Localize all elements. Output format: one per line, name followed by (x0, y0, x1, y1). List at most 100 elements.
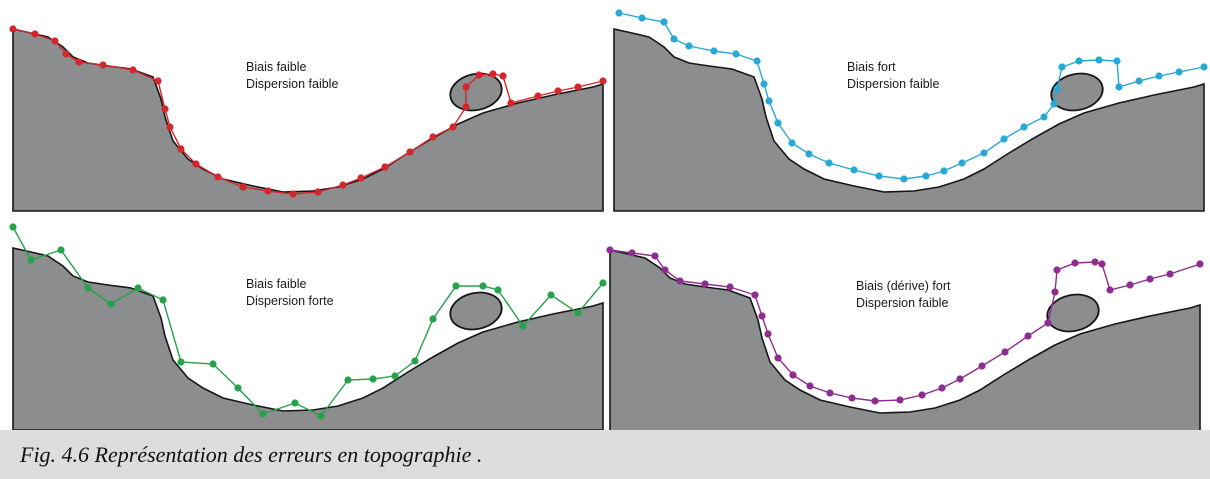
survey-point (1196, 260, 1204, 268)
panel-drift-bias-low-dispersion: Biais (dérive) fort Dispersion faible (606, 246, 1204, 430)
survey-point (599, 279, 607, 287)
survey-point (676, 277, 684, 285)
survey-line (609, 249, 1201, 402)
survey-point (154, 77, 162, 85)
panel-high-bias-low-dispersion: Biais fort Dispersion faible (613, 9, 1208, 212)
terrain-profile (12, 28, 604, 212)
survey-point (411, 357, 419, 365)
survey-point (51, 37, 59, 45)
survey-point (9, 223, 17, 231)
survey-point (574, 309, 582, 317)
survey-point (391, 372, 399, 380)
panel-low-bias-low-dispersion: Biais faible Dispersion faible (9, 25, 607, 212)
panel-label-line1: Biais faible (246, 277, 306, 291)
survey-point (599, 77, 607, 85)
survey-point (62, 50, 70, 58)
survey-point (159, 296, 167, 304)
survey-point (1126, 281, 1134, 289)
survey-point (1113, 57, 1121, 65)
survey-point (751, 291, 759, 299)
survey-point (774, 119, 782, 127)
survey-point (406, 148, 414, 156)
survey-point (806, 382, 814, 390)
survey-points (615, 9, 1208, 183)
survey-point (31, 30, 39, 38)
survey-point (805, 150, 813, 158)
survey-point (774, 354, 782, 362)
survey-point (317, 412, 325, 420)
survey-point (670, 35, 678, 43)
survey-point (871, 397, 879, 405)
survey-point (1050, 100, 1058, 108)
panel-label-line2: Dispersion faible (847, 77, 939, 91)
terrain-profile (12, 247, 604, 430)
survey-point (499, 72, 507, 80)
survey-point (1051, 288, 1059, 296)
survey-point (1020, 123, 1028, 131)
survey-point (369, 375, 377, 383)
survey-point (75, 58, 83, 66)
survey-point (99, 61, 107, 69)
survey-point (978, 362, 986, 370)
topography-error-figure: Biais faible Dispersion faible Biais for… (9, 9, 1208, 430)
survey-point (344, 376, 352, 384)
panel-label-line1: Biais faible (246, 60, 306, 74)
survey-point (732, 50, 740, 58)
survey-point (710, 47, 718, 55)
survey-point (289, 190, 297, 198)
survey-point (84, 284, 92, 292)
survey-point (1135, 77, 1143, 85)
survey-point (291, 399, 299, 407)
survey-points (9, 25, 607, 198)
survey-point (554, 87, 562, 95)
survey-point (661, 266, 669, 274)
survey-point (758, 312, 766, 320)
survey-point (547, 291, 555, 299)
survey-point (1075, 57, 1083, 65)
survey-point (764, 330, 772, 338)
survey-point (214, 173, 222, 181)
survey-point (507, 99, 515, 107)
survey-point (574, 83, 582, 91)
survey-point (429, 133, 437, 141)
survey-point (826, 389, 834, 397)
survey-point (239, 183, 247, 191)
survey-point (475, 71, 483, 79)
survey-point (462, 83, 470, 91)
survey-point (57, 246, 65, 254)
survey-point (685, 42, 693, 50)
survey-point (615, 9, 623, 17)
survey-point (1098, 260, 1106, 268)
survey-point (166, 123, 174, 131)
survey-point (1058, 63, 1066, 71)
panel-label-line2: Dispersion faible (856, 296, 948, 310)
survey-point (848, 394, 856, 402)
survey-point (651, 252, 659, 260)
survey-point (107, 300, 115, 308)
survey-point (638, 14, 646, 22)
figure-caption: Fig. 4.6 Représentation des erreurs en t… (20, 442, 483, 467)
survey-point (129, 66, 137, 74)
survey-point (1146, 275, 1154, 283)
survey-point (449, 123, 457, 131)
survey-point (938, 384, 946, 392)
survey-point (177, 358, 185, 366)
survey-point (462, 103, 470, 111)
survey-point (900, 175, 908, 183)
survey-point (489, 70, 497, 78)
terrain-profile (613, 28, 1205, 212)
survey-point (875, 172, 883, 180)
survey-point (1040, 113, 1048, 121)
survey-point (788, 139, 796, 147)
survey-point (765, 97, 773, 105)
survey-point (177, 145, 185, 153)
survey-point (1053, 85, 1061, 93)
panel-label-line1: Biais (dérive) fort (856, 279, 951, 293)
panel-label-line2: Dispersion faible (246, 77, 338, 91)
survey-point (519, 322, 527, 330)
survey-point (381, 163, 389, 171)
survey-point (760, 80, 768, 88)
boulder (1050, 72, 1104, 112)
survey-point (940, 167, 948, 175)
survey-point (161, 105, 169, 113)
